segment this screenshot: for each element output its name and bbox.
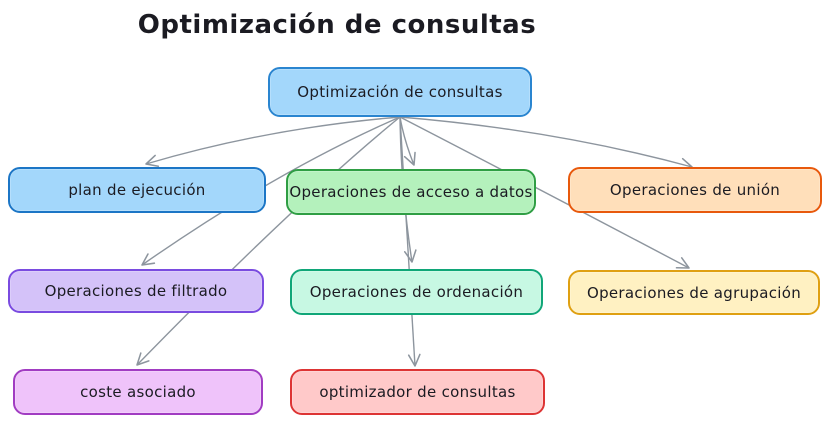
- node-optimizador: optimizador de consultas: [290, 369, 545, 415]
- node-label: coste asociado: [80, 383, 196, 401]
- node-plan: plan de ejecución: [8, 167, 266, 213]
- edge-root-optimizador: [399, 116, 421, 367]
- node-label: Operaciones de ordenación: [309, 283, 524, 301]
- node-union: Operaciones de unión: [568, 167, 822, 213]
- node-label: Operaciones de agrupación: [586, 283, 802, 302]
- edge-root-union: [399, 116, 693, 171]
- node-ordenacion: Operaciones de ordenación: [290, 269, 543, 315]
- node-acceso: Operaciones de acceso a datos: [286, 169, 536, 215]
- node-label: optimizador de consultas: [319, 383, 516, 401]
- node-coste: coste asociado: [13, 369, 263, 415]
- node-label: Operaciones de acceso a datos: [289, 183, 533, 201]
- edge-root-plan: [145, 116, 401, 167]
- node-agrupacion: Operaciones de agrupación: [568, 270, 820, 315]
- node-label: plan de ejecución: [68, 181, 206, 199]
- edge-root-filtrado: [141, 116, 401, 266]
- node-label: Operaciones de filtrado: [44, 282, 228, 300]
- node-label: Optimización de consultas: [297, 83, 503, 101]
- node-label: Operaciones de unión: [609, 181, 781, 199]
- edge-root-coste: [136, 116, 401, 366]
- node-root: Optimización de consultas: [268, 67, 532, 117]
- node-filtrado: Operaciones de filtrado: [8, 269, 264, 313]
- diagram-title: Optimización de consultas: [137, 10, 537, 40]
